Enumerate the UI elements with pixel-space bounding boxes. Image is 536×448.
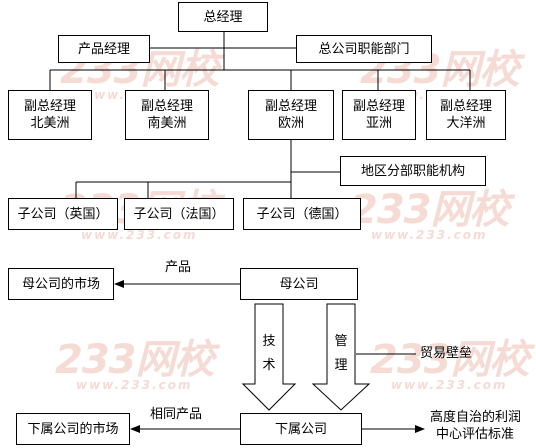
general-manager-label: 总经理 <box>203 9 243 25</box>
subsidiary-uk-box: 子公司（英国） <box>8 198 118 230</box>
product-manager-label: 产品经理 <box>77 41 130 57</box>
subsidiary-uk-label: 子公司（英国） <box>17 206 109 222</box>
subsidiary-market-box: 下属公司的市场 <box>16 413 130 445</box>
region-name: 亚洲 <box>365 116 392 131</box>
parent-market-box: 母公司的市场 <box>8 268 114 300</box>
general-manager-box: 总经理 <box>178 2 268 32</box>
vp-title: 副总经理 <box>264 99 317 114</box>
parent-company-box: 母公司 <box>240 268 358 300</box>
product-flow-label: 产品 <box>165 260 192 275</box>
product-manager-box: 产品经理 <box>58 35 150 63</box>
mgmt-label: 管 理 <box>331 330 351 378</box>
tech-char: 技 <box>262 334 276 349</box>
region-name: 大洋洲 <box>446 116 486 131</box>
tech-char: 术 <box>262 358 276 373</box>
region-name: 北美洲 <box>30 116 70 131</box>
vp-asia-box: 副总经理 亚洲 <box>342 90 416 140</box>
region-functions-box: 地区分部职能机构 <box>340 156 486 186</box>
profit-center-line1: 高度自治的利润 <box>430 410 522 425</box>
vp-title: 副总经理 <box>439 99 492 114</box>
parent-market-label: 母公司的市场 <box>21 276 100 292</box>
vp-title: 副总经理 <box>23 99 76 114</box>
subsidiary-france-box: 子公司（法国） <box>124 198 234 230</box>
vp-title: 副总经理 <box>140 99 193 114</box>
tech-arrow <box>241 303 297 411</box>
subsidiary-germany-label: 子公司（德国） <box>256 206 348 222</box>
mgmt-char: 管 <box>334 334 348 349</box>
subsidiary-market-label: 下属公司的市场 <box>27 421 119 437</box>
subsidiary-germany-box: 子公司（德国） <box>243 198 361 230</box>
tech-label: 技 术 <box>259 330 279 378</box>
vp-europe-box: 副总经理 欧洲 <box>248 90 334 140</box>
region-name: 欧洲 <box>277 116 304 131</box>
mgmt-char: 理 <box>334 358 348 373</box>
vp-north-america-box: 副总经理 北美洲 <box>8 90 92 140</box>
subsidiary-label: 下属公司 <box>274 421 327 437</box>
parent-company-label: 母公司 <box>279 276 319 292</box>
region-functions-label: 地区分部职能机构 <box>360 163 465 179</box>
region-name: 南美洲 <box>147 116 187 131</box>
vp-south-america-box: 副总经理 南美洲 <box>125 90 209 140</box>
same-product-label: 相同产品 <box>150 407 203 422</box>
subsidiary-france-label: 子公司（法国） <box>133 206 225 222</box>
subsidiary-box: 下属公司 <box>240 413 362 445</box>
vp-title: 副总经理 <box>352 99 405 114</box>
vp-oceania-box: 副总经理 大洋洲 <box>426 90 506 140</box>
profit-center-line2: 中心评估标准 <box>436 427 515 442</box>
hq-functions-label: 总公司职能部门 <box>318 41 410 57</box>
mgmt-arrow <box>311 303 371 411</box>
hq-functions-box: 总公司职能部门 <box>296 35 432 63</box>
trade-barrier-label: 贸易壁垒 <box>420 346 473 361</box>
